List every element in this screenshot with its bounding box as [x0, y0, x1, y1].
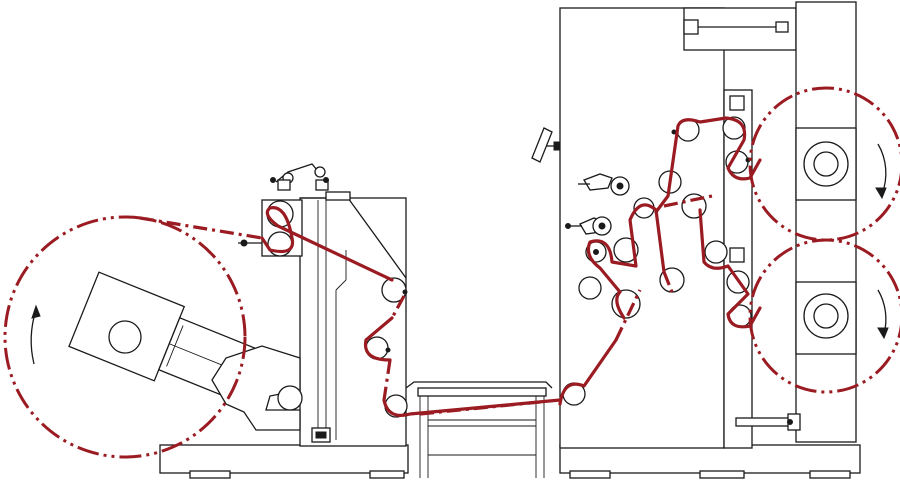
- web-bridge-table: [405, 381, 553, 478]
- rewind-roll-upper-outline: [748, 86, 900, 242]
- web-path: [3, 86, 900, 459]
- rewind-upper-rotation-arrow: [877, 143, 887, 195]
- machine-base: [159, 444, 861, 479]
- rewind-lower-rotation-arrow: [877, 289, 887, 335]
- rewind-roll-lower-outline: [748, 238, 900, 394]
- unwind-roll-outline: [3, 215, 247, 459]
- unwind-stand: [68, 163, 408, 447]
- slitting-rewind-frame: [531, 1, 857, 449]
